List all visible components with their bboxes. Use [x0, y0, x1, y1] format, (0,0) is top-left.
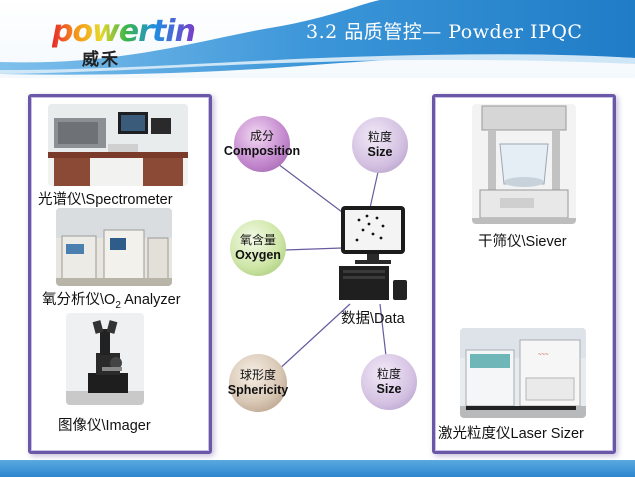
sphericity-zh: 球形度	[239, 367, 276, 382]
size-bubble-top: 粒度 Size	[352, 117, 408, 173]
spectrometer-label: 光谱仪\Spectrometer	[38, 192, 173, 208]
oxygen-bubble: 氧含量 Oxygen	[230, 220, 286, 276]
composition-bubble: 成分 Composition	[224, 116, 300, 172]
sphericity-bubble: 球形度 Sphericity	[227, 354, 289, 412]
brand-logo: powertin	[52, 14, 196, 49]
oxygen-zh: 氧含量	[239, 232, 276, 247]
imager-label: 图像仪\Imager	[58, 418, 151, 434]
siever-label: 干筛仪\Siever	[478, 234, 567, 250]
header-swoosh	[0, 0, 635, 75]
size-bubble-bottom: 粒度 Size	[361, 354, 417, 410]
brand-logo-cn: 威禾	[82, 50, 120, 70]
svg-text:~~~: ~~~	[538, 352, 549, 358]
laser-sizer-photo: ~~~	[460, 328, 586, 418]
size-top-zh: 粒度	[367, 129, 392, 144]
connector-lines	[275, 163, 387, 373]
size-top-en: Size	[367, 144, 393, 159]
slide-title: 3.2 品质管控— Powder IPQC	[306, 21, 583, 43]
microscope-photo	[66, 313, 144, 405]
composition-en: Composition	[223, 143, 301, 158]
oxygen-analyzer-label: 氧分析仪\O2 Analyzer	[42, 292, 181, 311]
slide-body: 光谱仪\Spectrometer 氧分析仪\O2 Analyzer 图像仪\Im…	[0, 78, 635, 460]
data-label: 数据\Data	[341, 311, 405, 327]
size-bottom-zh: 粒度	[376, 366, 401, 381]
siever-photo	[472, 104, 576, 224]
computer-icon	[337, 206, 409, 302]
spectrometer-photo	[48, 104, 188, 186]
oxygen-en: Oxygen	[235, 247, 281, 262]
slide-header: powertin 威禾 3.2 品质管控— Powder IPQC	[0, 0, 635, 78]
sphericity-en: Sphericity	[227, 382, 289, 397]
oxygen-analyzer-photo	[56, 208, 172, 286]
laser-sizer-label: 激光粒度仪Laser Sizer	[438, 426, 584, 442]
composition-zh: 成分	[249, 128, 274, 143]
footer-band	[0, 460, 635, 477]
size-bottom-en: Size	[376, 381, 402, 396]
